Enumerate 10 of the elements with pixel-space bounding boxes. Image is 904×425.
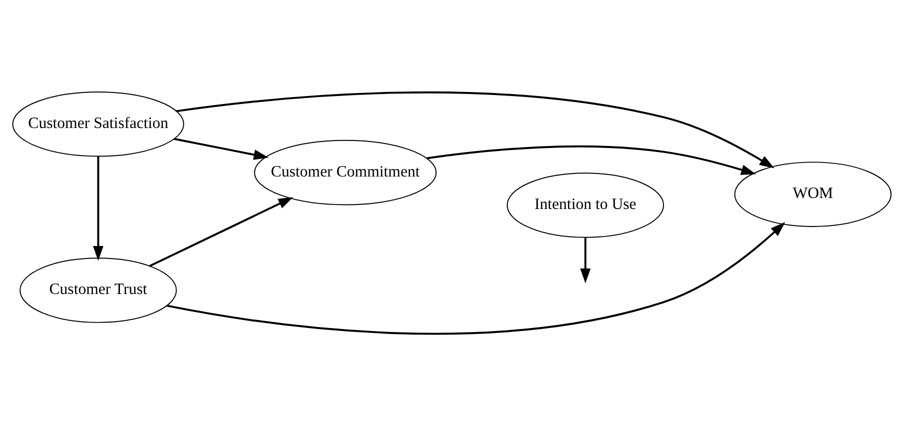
arrow	[426, 144, 756, 174]
arrow	[166, 222, 786, 334]
arrow	[174, 137, 269, 160]
node-ellipse: Customer Satisfaction	[12, 90, 184, 156]
arrow	[93, 156, 104, 260]
node-ellipse: Intention to Use	[506, 172, 664, 238]
node-ellipse: Customer Trust	[20, 257, 177, 322]
arrow	[149, 196, 294, 266]
arrow	[176, 90, 774, 168]
node-ellipse: WOM	[734, 161, 892, 226]
